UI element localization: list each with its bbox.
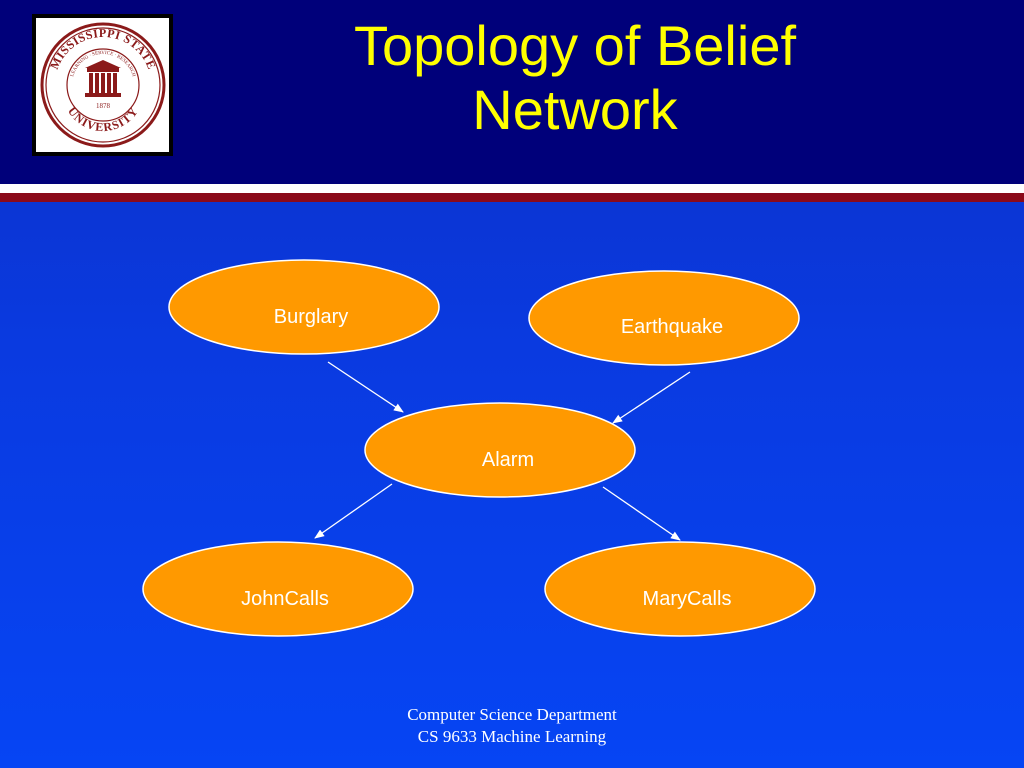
slide-title-line-1: Topology of Belief (353, 14, 797, 77)
slide-footer: Computer Science Department CS 9633 Mach… (312, 704, 712, 748)
slide-title-line-2: Network (472, 78, 678, 141)
header-divider-white (0, 184, 1024, 193)
node-alarm: Alarm (364, 402, 636, 498)
edge-burglary-alarm (327, 361, 404, 413)
seal-temple-icon (84, 60, 121, 97)
header-divider-red (0, 193, 1024, 202)
node-burglary: Burglary (168, 259, 440, 355)
slide-title: Topology of Belief Network (290, 14, 860, 142)
node-label-alarm: Alarm (482, 449, 534, 471)
node-label-marycalls: MaryCalls (643, 588, 732, 610)
node-label-burglary: Burglary (274, 306, 348, 328)
footer-course: CS 9633 Machine Learning (417, 727, 607, 746)
node-label-earthquake: Earthquake (621, 316, 723, 338)
node-marycalls: MaryCalls (544, 541, 816, 637)
node-johncalls: JohnCalls (142, 541, 414, 637)
edge-alarm-marycalls (602, 486, 681, 541)
edge-alarm-johncalls (314, 483, 393, 539)
node-label-johncalls: JohnCalls (241, 588, 329, 610)
footer-department: Computer Science Department (407, 705, 617, 724)
university-seal-icon: MISSISSIPPI STATE UNIVERSITY LEARNING · … (40, 22, 165, 148)
edge-earthquake-alarm (612, 371, 691, 424)
seal-year: 1878 (96, 102, 111, 110)
university-logo: MISSISSIPPI STATE UNIVERSITY LEARNING · … (32, 14, 173, 156)
node-earthquake: Earthquake (528, 270, 800, 366)
